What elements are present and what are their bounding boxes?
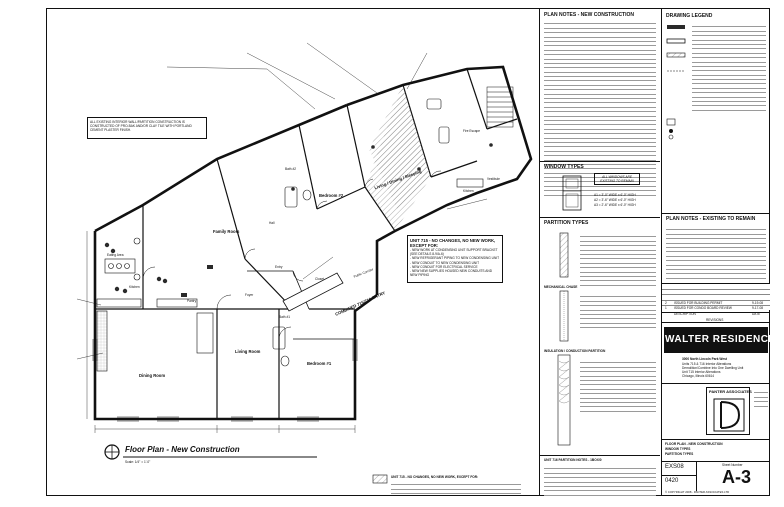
room-label-bedroom2: Bedroom #2 [319,193,344,198]
unit-note-item-4: - NEW CONDUIT FOR ELECTRICAL SERVICE [410,264,478,269]
room-label-kitchen: Kitchen [129,285,140,289]
title-block: DRAWING LEGEND PLAN NOTES - EXISTING TO … [661,9,783,495]
revision-header-desc: DESCRIPTION [674,312,696,316]
room-label-hall: Hall [269,221,275,225]
project-name: WALTER RESIDENCES [665,334,783,345]
revisions-table: 2 ISSUED FOR BUILDING PERMIT 9-19-08 1 I… [662,283,770,323]
window-elevation [562,175,582,211]
room-label-family: Family Room [213,229,240,234]
equipment-symbols [104,143,493,297]
room-label-kitchen-716: Kitchen [463,189,474,193]
windows [92,339,358,422]
address-line-1: 3000 North Lincoln Park West [682,357,727,361]
project-name-banner: WALTER RESIDENCES [664,327,783,353]
dimension-lines [86,231,356,433]
partition-types-title: PARTITION TYPES [544,220,589,226]
room-label-pantry: Pantry [187,299,197,303]
room-label-bedroom1: Bedroom #1 [307,361,332,366]
address-line-2: Units 715 & 716 Interior Alterations [682,362,732,366]
sheet-number-label: Sheet Number [722,463,743,467]
kitchen-fixtures [96,237,214,372]
job-number: EXS08 [665,464,684,470]
revision-1-desc: ISSUED FOR CONDO BOARD REVIEW [674,306,732,310]
window-size-a3: A3 = 2'-6" WIDE x 6'-0" HIGH [594,203,636,207]
insulation-title: INSULATION / CONDUCTION PARTITION [544,349,606,353]
legend-unit-note: UNIT 715 - NO CHANGES, NO NEW WORK, EXCE… [391,475,479,479]
revisions-label: REVISIONS [706,318,724,322]
room-label-fire-escape: Fire Escape [463,129,481,133]
unit-note-item-3: - NEW CONDUIT TO NEW CONDENSING UNIT [410,260,480,265]
room-label-bath1: Bath #1 [279,315,290,319]
fire-escape-stair [486,86,514,128]
address-line-3: Demolition/Combine Into One Dwelling Uni… [682,366,744,370]
legend-symbols [666,25,686,140]
drawing-sub-1: WINDOW TYPES [665,447,691,451]
unit-note-item-5: - NEW NEW SUPPLIES HOUSED NEW CONDUITS A… [410,269,492,278]
plan-notes-lines [544,20,656,197]
general-note-text: ALL EXISTING INTERIOR WALL/PARTITION CON… [90,120,192,133]
room-label-eating: Eating Area [107,253,124,257]
revision-2-num: 2 [665,301,667,305]
plan-title: Floor Plan - New Construction [125,445,240,454]
bath-fixtures [272,98,484,367]
drawing-sheet: Family Room Living Room Dining Room Bedr… [46,8,783,496]
unit-note-item-1: - NEW WORK AT CONDENSING UNIT SUPPORT BR… [410,248,498,257]
floor-plan-drawing [76,42,533,484]
room-label-bath2: Bath #2 [285,167,296,171]
revision-header-date: DATE [752,312,761,316]
revision-1-num: 1 [665,306,667,310]
revision-1-date: 9-17-08 [752,306,763,310]
window-note-box: ALL WINDOWS ARE EXISTING TO REMAIN [594,173,640,185]
legend-title: DRAWING LEGEND [666,13,713,19]
room-label-closet: Closet [315,277,325,281]
floor-plan-area: Family Room Living Room Dining Room Bedr… [47,9,537,495]
address-line-5: Chicago, Illinois 60614 [682,374,715,378]
unit-note-title: UNIT 715 - NO CHANGES, NO NEW WORK, EXCE… [410,238,496,248]
firm-logo-mark [713,398,745,432]
plan-notes-title: PLAN NOTES - NEW CONSTRUCTION [544,12,634,18]
firm-logo: PANTER ASSOCIATES [706,387,752,435]
drawing-sub-2: PARTITION TYPES [665,452,694,456]
revision-2-date: 9-19-08 [752,301,763,305]
leader-lines [76,42,488,360]
window-types-title: WINDOW TYPES [544,164,584,170]
room-label-foyer: Foyer [245,293,254,297]
mech-chase-title: MECHANICAL CHASE [544,285,578,289]
room-label-living: Living Room [235,349,261,354]
sheet-number: A-3 [722,467,752,487]
unit-715-note-box: UNIT 715 - NO CHANGES, NO NEW WORK, EXCE… [407,235,503,283]
room-label-vestibule: Vestibule [487,177,500,181]
room-label-entry: Entry [275,265,283,269]
notes-column: PLAN NOTES - NEW CONSTRUCTION WINDOW TYP… [539,9,660,496]
partition-sections [557,232,571,446]
general-note-box: ALL EXISTING INTERIOR WALL/PARTITION CON… [87,117,207,139]
revision-2-desc: ISSUED FOR BUILDING PERMIT [674,301,723,305]
copyright: © COPYRIGHT 2008 - PANTER ASSOCIATES LTD [665,490,730,494]
unit-note-item-2: - NEW REFRIGERANT PIPING TO NEW CONDENSI… [410,256,500,261]
plan-scale: Scale: 1/4" = 1'-0" [125,460,151,464]
address-line-4: Unit 715 Interior Alterations [682,370,721,374]
window-size-a2: A2 = 3'-6" WIDE x 6'-0" HIGH [594,198,636,202]
drawing-date: 0420 [665,478,679,484]
unit-716-notes-title: UNIT 716 PARTITION NOTES - 1BOX/0 [544,458,602,462]
existing-notes-title: PLAN NOTES - EXISTING TO REMAIN [666,216,756,222]
window-size-a1: A1 = 3'-0" WIDE x 6'-0" HIGH [594,193,636,197]
room-label-dining: Dining Room [139,373,166,378]
firm-name: PANTER ASSOCIATES [709,389,752,394]
drawing-title: FLOOR PLAN - NEW CONSTRUCTION [665,442,723,446]
